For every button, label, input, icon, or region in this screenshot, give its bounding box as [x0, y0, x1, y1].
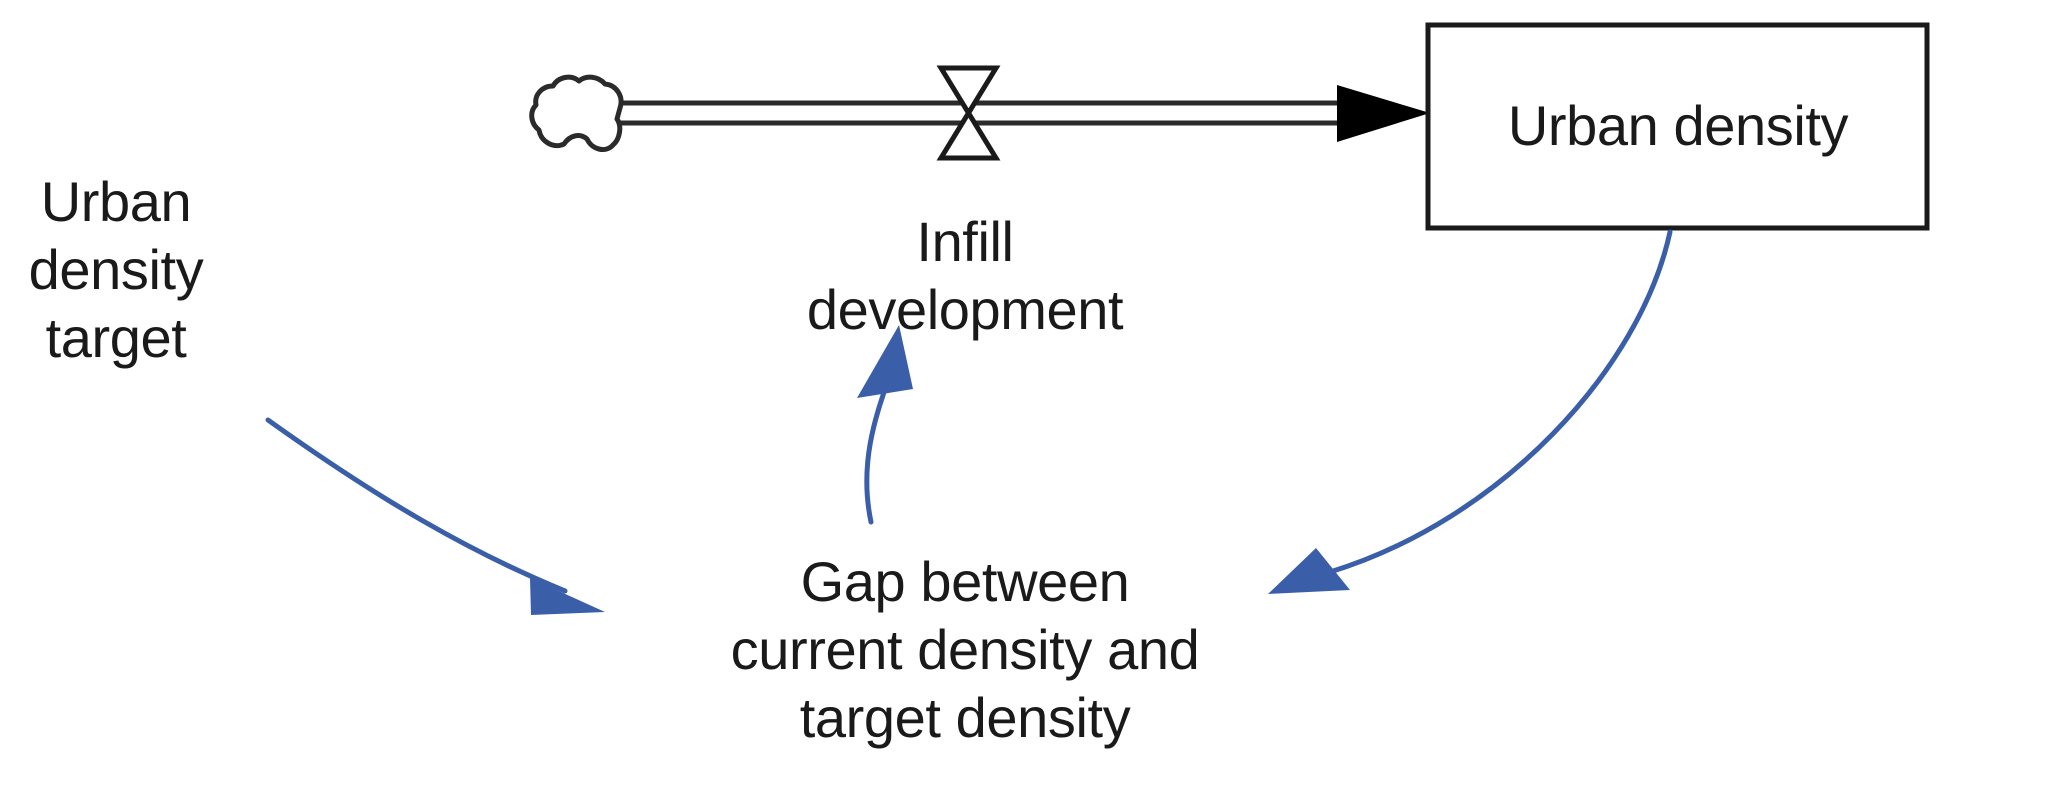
source-cloud-icon[interactable]	[529, 74, 624, 153]
link-curve-target-to-gap	[265, 417, 568, 594]
label-line-2: current density and	[730, 618, 1200, 681]
valve-hourglass	[936, 65, 1001, 161]
label-line-2: development	[806, 278, 1124, 341]
flow-arrowhead-icon	[1337, 85, 1430, 142]
label-line-3: target density	[799, 686, 1131, 749]
label-line-1: Urban	[40, 170, 192, 233]
stock-label-urban-density: Urban density	[1507, 94, 1849, 157]
link-arrowhead-target-to-gap-icon	[530, 578, 605, 615]
label-line-1: Gap between	[800, 550, 1130, 613]
flow-valve-icon[interactable]	[936, 65, 1001, 161]
label-line-2: density	[28, 238, 204, 301]
link-arrowhead-density-to-gap-icon	[1268, 548, 1350, 594]
label-line-3: target	[45, 306, 187, 369]
cloud-outline	[529, 74, 624, 153]
stock-box-urban-density[interactable]	[1425, 22, 1930, 231]
causal-link-gap-to-infill[interactable]	[857, 325, 913, 525]
causal-link-density-to-gap[interactable]	[1268, 229, 1673, 594]
link-curve-density-to-gap	[1327, 229, 1673, 575]
flow-pipe-infill-development[interactable]	[615, 100, 1345, 126]
label-line-1: Infill	[916, 210, 1014, 273]
link-arrowhead-gap-to-infill-icon	[857, 325, 913, 398]
causal-link-target-to-gap[interactable]	[265, 417, 605, 615]
